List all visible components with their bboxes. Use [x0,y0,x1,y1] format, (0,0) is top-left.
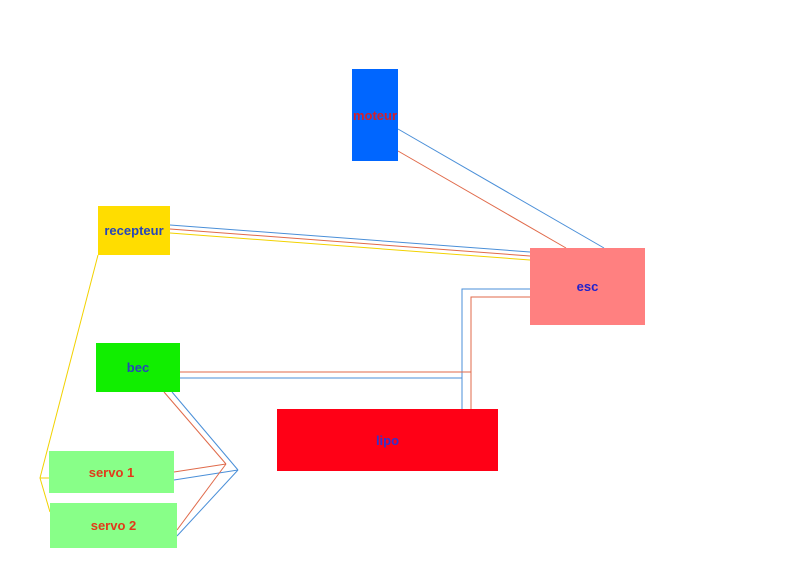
wire-junction-servo1-red [173,463,227,473]
wire-bec-junction-red [163,391,227,465]
bec-label: bec [126,360,150,375]
esc-box: esc [530,248,645,325]
esc-label: esc [576,279,599,294]
servo-1-box: servo 1 [49,451,174,493]
wire-recepteur-esc-red [169,228,531,257]
wire-esc-lipo-red [470,296,530,409]
servo-2-label: servo 2 [90,518,137,533]
wire-bec-junction-blue [171,391,239,471]
bec-box: bec [96,343,180,392]
moteur-box: moteur [352,69,398,161]
recepteur-box: recepteur [98,206,170,255]
wire-junction-servo1-blue [173,469,239,481]
recepteur-label: recepteur [104,223,164,238]
wire-recepteur-esc-yellow [169,232,531,261]
servo-1-label: servo 1 [88,464,135,480]
wire-junction-servo2-red [176,463,227,531]
wire-moteur-esc-blue [397,128,605,249]
servo-2-box: servo 2 [50,503,177,548]
wire-esc-lipo-blue [461,288,530,409]
lipo-label: lipo [375,432,400,448]
lipo-box: lipo [277,409,498,471]
moteur-label: moteur [352,107,398,123]
wire-junction-servo2-blue [176,469,239,537]
wire-recepteur-esc-blue [169,224,531,253]
wire-moteur-esc-red [397,150,567,249]
